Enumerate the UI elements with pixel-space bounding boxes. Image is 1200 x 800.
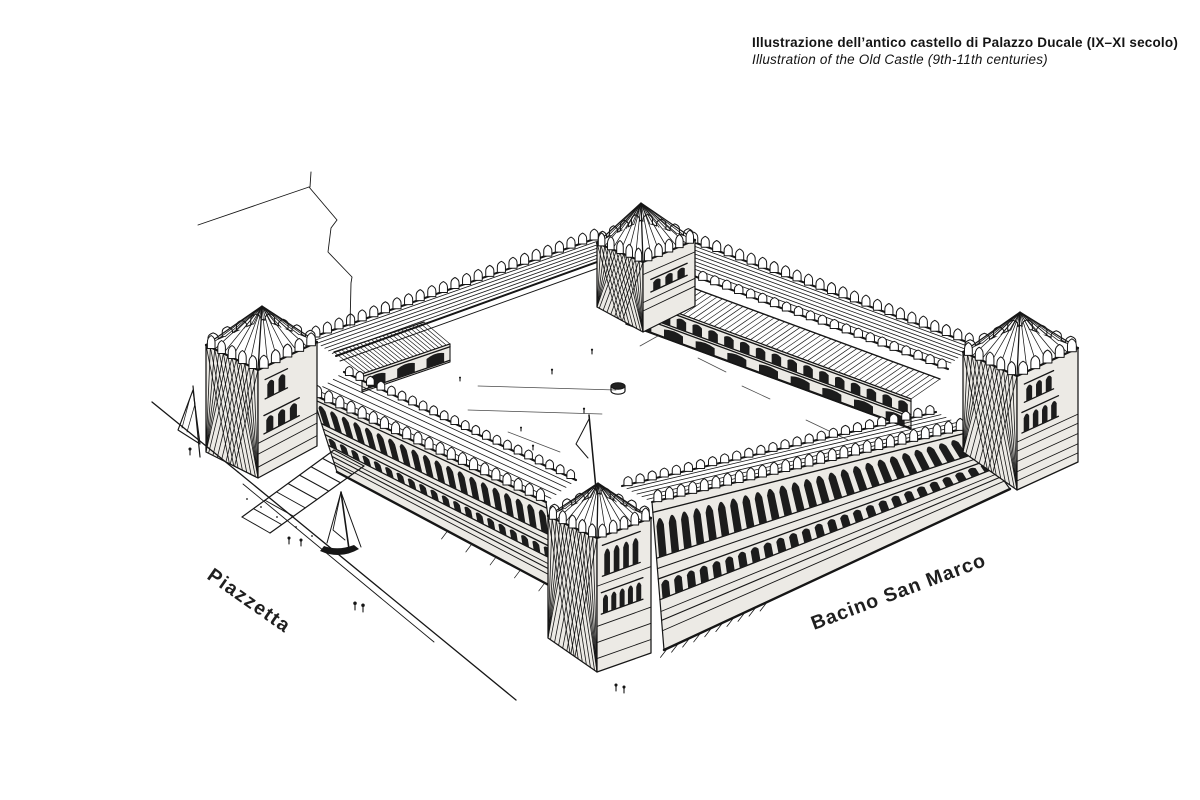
piazzetta-label: Piazzetta — [203, 564, 295, 638]
figure-caption: Illustrazione dell’antico castello di Pa… — [752, 34, 1178, 68]
caption-english: Illustration of the Old Castle (9th-11th… — [752, 52, 1048, 67]
caption-italian: Illustrazione dell’antico castello di Pa… — [752, 35, 1179, 50]
castle-drawing — [151, 171, 1080, 701]
